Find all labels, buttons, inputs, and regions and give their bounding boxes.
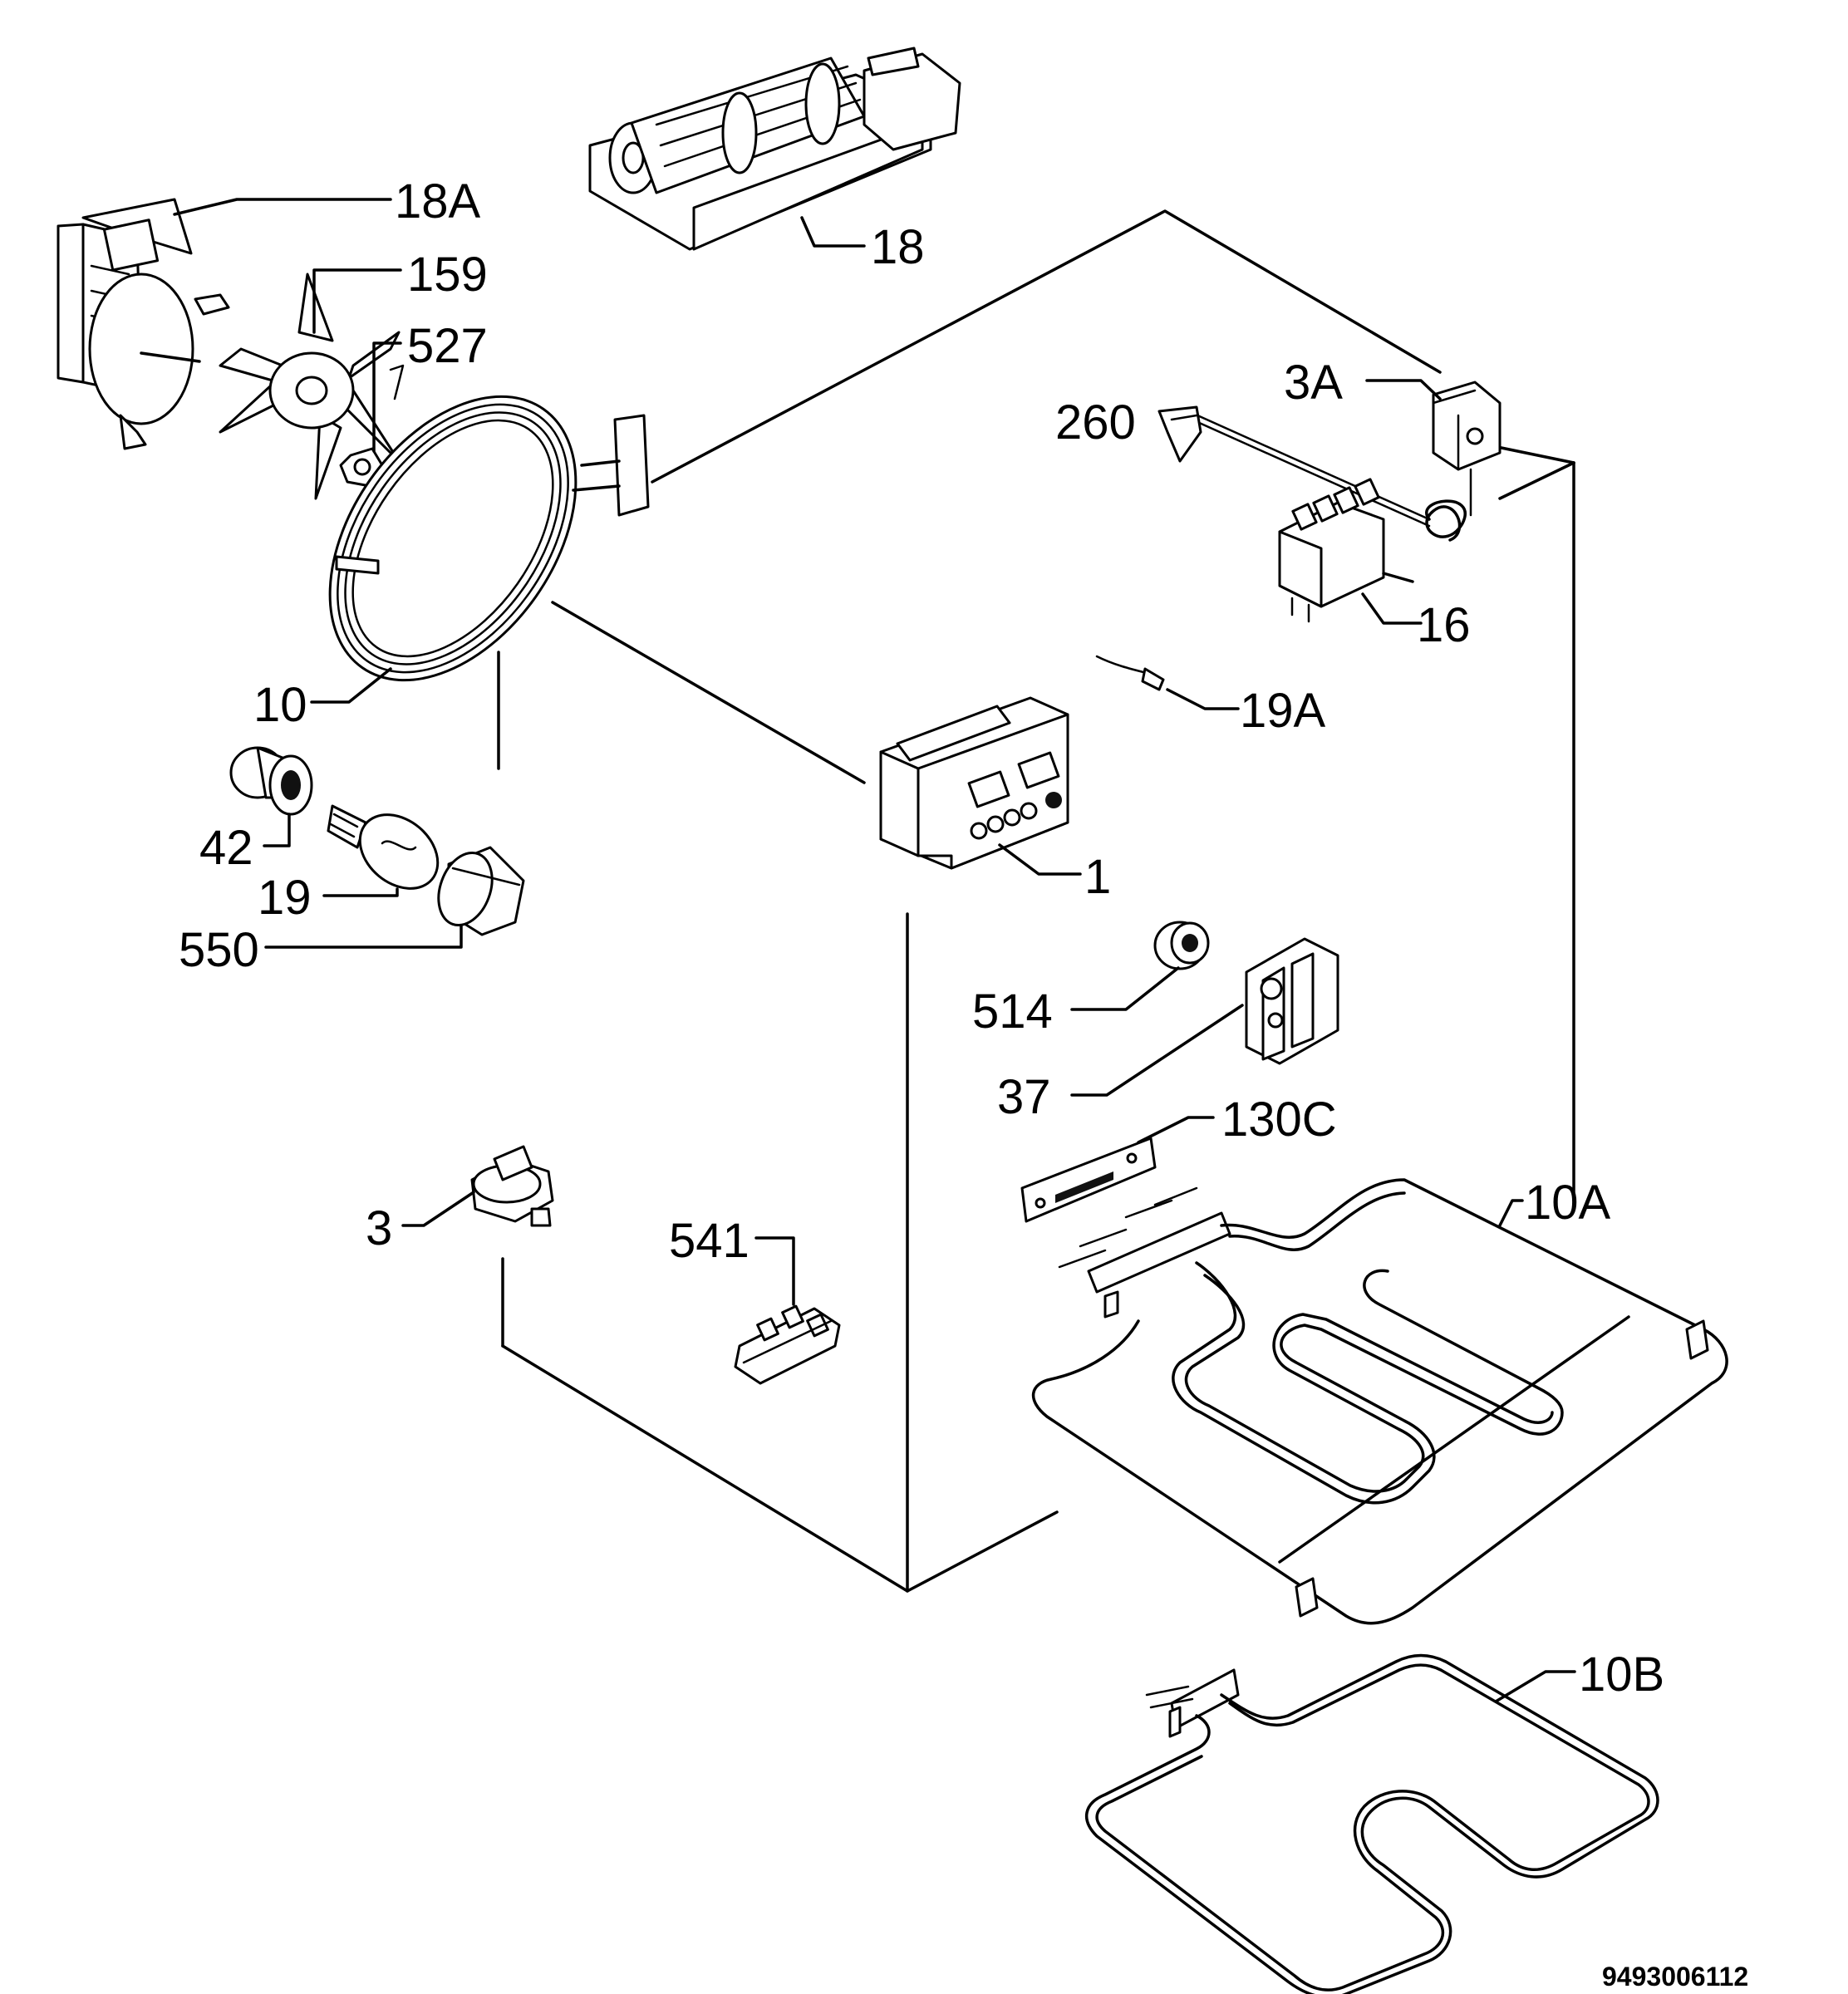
safety-thermostat-part-3: [401, 1145, 554, 1227]
neon-indicator-part-19a: [1095, 655, 1240, 710]
label-18a: 18A: [395, 174, 481, 228]
electronic-timer-part-1: [879, 696, 1082, 876]
label-10: 10: [253, 678, 307, 732]
label-19: 19: [258, 871, 312, 925]
lamp-holder-part-42: [229, 746, 313, 847]
label-42: 42: [199, 821, 253, 875]
selector-switch-part-16: [1278, 478, 1423, 625]
label-16: 16: [1417, 598, 1471, 652]
label-3a: 3A: [1284, 356, 1343, 410]
label-37: 37: [997, 1070, 1051, 1124]
terminal-block-part-541: [734, 1236, 841, 1385]
grill-element-part-10a: [1031, 1178, 1728, 1625]
label-19a: 19A: [1240, 684, 1326, 738]
fan-motor-part-18a: [57, 198, 392, 450]
fan-blade-part-159: [219, 268, 402, 500]
label-159: 159: [407, 248, 488, 302]
thermostat-part-3a: [1187, 379, 1502, 542]
lamp-bulb-part-19: [322, 804, 440, 897]
lower-element-part-10b: [1084, 1653, 1659, 1994]
diagram-reference-number: 9493006112: [1602, 1962, 1748, 1992]
sensor-clip-part-260: [1157, 405, 1202, 463]
circular-heating-element-part-10: [310, 395, 650, 704]
label-130c: 130C: [1221, 1093, 1337, 1147]
label-541: 541: [669, 1214, 750, 1268]
label-3: 3: [366, 1201, 392, 1255]
tangential-fan-part-18: [588, 47, 961, 251]
label-18: 18: [871, 220, 925, 274]
label-514: 514: [972, 985, 1053, 1039]
door-switch-part-37: [1070, 937, 1339, 1097]
label-1: 1: [1084, 850, 1111, 904]
label-527: 527: [407, 319, 488, 373]
lamp-ring-part-514: [1070, 921, 1210, 1011]
label-550: 550: [179, 923, 259, 977]
oven-cavity-outline: [497, 209, 1575, 1593]
bracket-part-130c: [1020, 1116, 1215, 1223]
label-10a: 10A: [1525, 1176, 1611, 1230]
label-260: 260: [1055, 395, 1136, 449]
lamp-cover-part-550: [264, 846, 525, 949]
label-10b: 10B: [1579, 1648, 1664, 1702]
